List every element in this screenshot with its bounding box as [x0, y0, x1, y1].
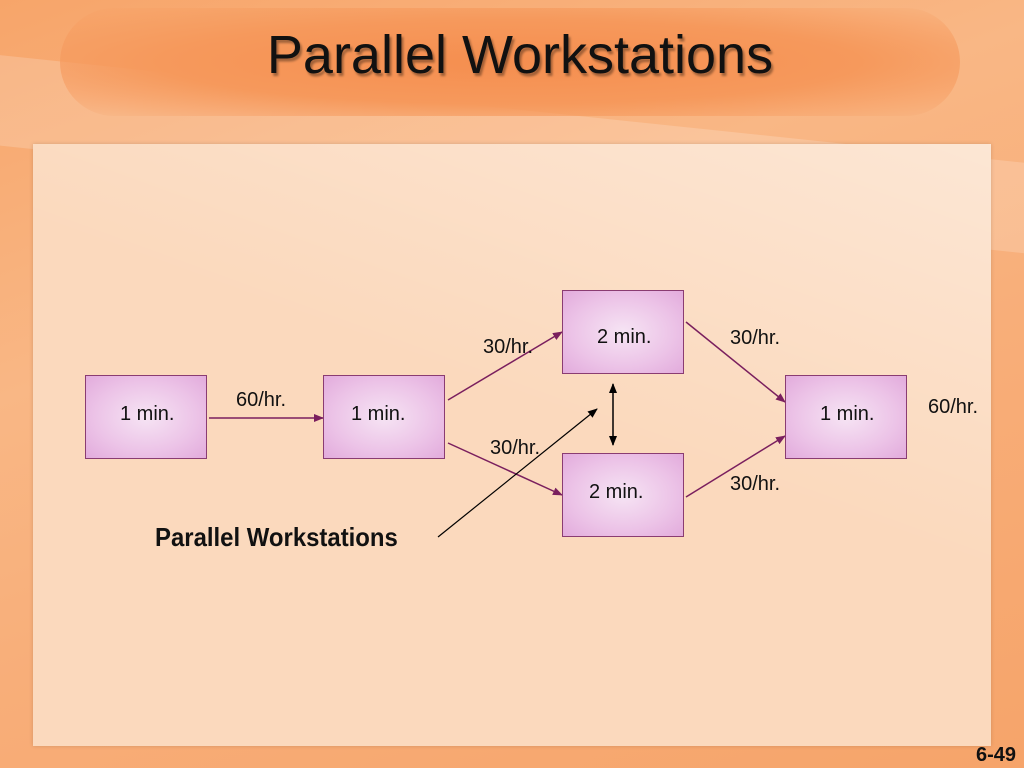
parallel-workstations-callout: Parallel Workstations	[155, 522, 398, 552]
workstation-4	[785, 375, 907, 459]
arrow-s3b-s4	[685, 435, 786, 498]
workstation-1-label: 1 min.	[120, 403, 175, 425]
workstation-2-label: 1 min.	[351, 403, 406, 425]
workstation-3b-label: 2 min.	[589, 481, 644, 503]
workstation-4-label: 1 min.	[820, 403, 875, 425]
slide-title: Parallel Workstations	[266, 25, 774, 85]
workstation-1	[85, 375, 207, 459]
arrow-s2-s3b	[447, 442, 563, 496]
workstation-3a	[562, 290, 684, 374]
rate-out-s4: 60/hr.	[928, 396, 979, 418]
arrow-s3a-s4	[685, 321, 786, 403]
workstation-3b	[562, 453, 684, 537]
title-banner	[60, 8, 960, 116]
rate-to-s3b: 30/hr.	[490, 437, 541, 459]
callout-leader-line	[437, 408, 598, 538]
rate-from-s3a: 30/hr.	[730, 327, 781, 349]
rate-from-s3b: 30/hr.	[730, 473, 781, 495]
arrow-s2-s3a	[447, 331, 563, 401]
workstation-3a-label: 2 min.	[597, 326, 652, 348]
page-number: 6-49	[975, 744, 1016, 766]
rate-in-s2: 60/hr.	[236, 389, 287, 411]
rate-to-s3a: 30/hr.	[483, 336, 534, 358]
workstation-2	[323, 375, 445, 459]
